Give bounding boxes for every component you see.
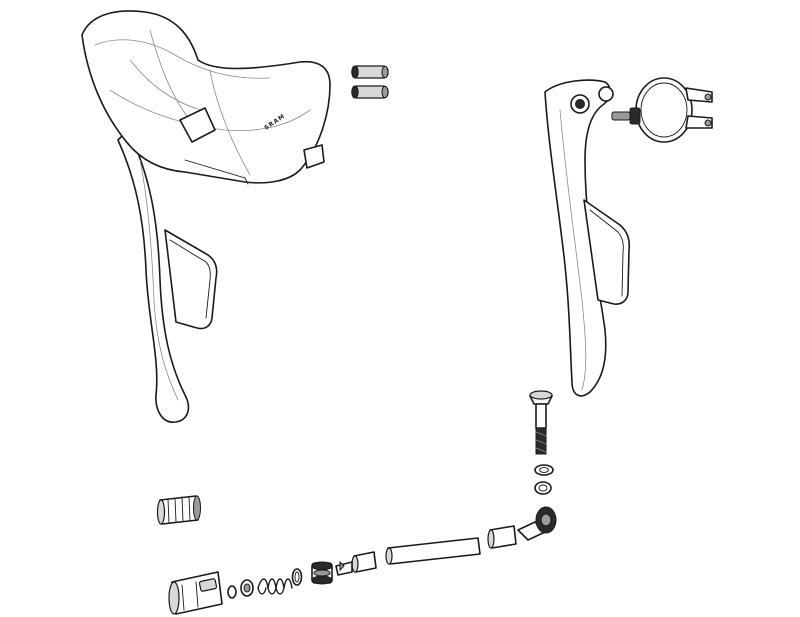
piston <box>240 579 254 597</box>
reservoir-cylinder <box>168 571 223 615</box>
clamp-band <box>635 77 693 143</box>
o-ring <box>291 568 303 586</box>
shift-paddle <box>164 229 218 330</box>
brake-lever-blade-assembly <box>544 79 631 397</box>
crush-washer-upper <box>534 464 554 476</box>
crush-washer-lower <box>534 481 552 495</box>
hose-barb <box>335 551 377 576</box>
banjo-fitting <box>517 506 557 541</box>
clamp-bolt <box>611 107 641 125</box>
lever-pivot-upper <box>598 86 614 102</box>
return-spring <box>257 578 293 595</box>
hood-side-button <box>303 144 325 169</box>
handlebar-clamp <box>611 77 713 143</box>
banjo-bolt <box>529 390 553 455</box>
hose-union-fitting <box>311 561 333 585</box>
piston-washer <box>227 585 237 599</box>
compression-nut <box>487 525 517 549</box>
lever-hood <box>81 10 331 184</box>
hood-clamp-flap <box>179 107 216 143</box>
hydraulic-hose <box>385 537 481 565</box>
lever-shift-paddle <box>583 199 631 305</box>
pivot-pin-top <box>351 65 389 79</box>
pivot-pin-bottom <box>351 85 389 99</box>
threaded-insert <box>156 495 201 525</box>
shifter-lever-assembly: SRAM <box>81 10 331 423</box>
pivot-pins <box>351 65 389 99</box>
